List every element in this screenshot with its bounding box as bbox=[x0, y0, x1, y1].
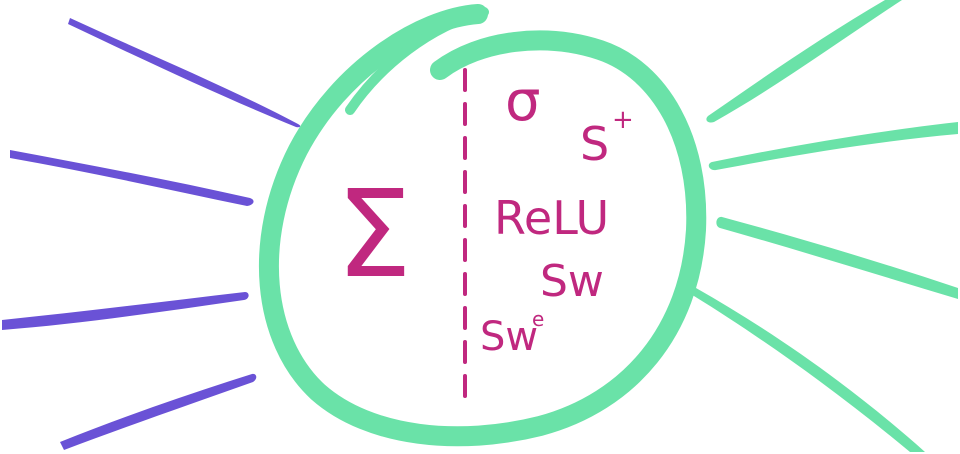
neuron-outline-outer bbox=[258, 4, 707, 447]
activation-sw-e: Sw bbox=[480, 314, 538, 360]
activation-s-plus-superscript: + bbox=[612, 105, 634, 135]
output-lines bbox=[690, 0, 958, 452]
input-line-1 bbox=[68, 18, 301, 128]
activation-sw-e-superscript: e bbox=[532, 307, 544, 331]
activation-sw: Sw bbox=[540, 256, 604, 307]
output-line-4 bbox=[690, 287, 925, 452]
input-lines bbox=[2, 18, 301, 450]
output-line-2 bbox=[708, 122, 958, 171]
input-line-4 bbox=[60, 373, 257, 450]
activation-relu: ReLU bbox=[494, 191, 609, 245]
activation-sigma: σ bbox=[505, 69, 541, 134]
output-line-1 bbox=[706, 0, 902, 123]
input-line-3 bbox=[2, 292, 249, 330]
activation-s-plus: S bbox=[580, 117, 609, 171]
activation-functions: σ S + ReLU Sw Sw e bbox=[480, 69, 634, 360]
output-line-3 bbox=[716, 216, 958, 299]
input-line-2 bbox=[10, 150, 254, 206]
aggregation-symbol: Σ bbox=[336, 166, 412, 305]
neuron-body bbox=[258, 4, 707, 447]
neuron-outline-inner bbox=[345, 7, 489, 115]
